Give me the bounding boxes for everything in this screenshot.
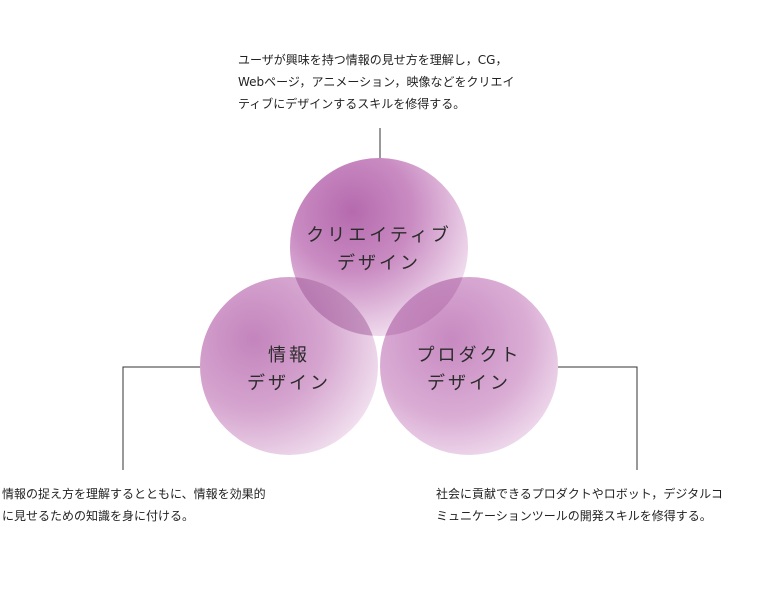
information-design-label-line1: 情報 xyxy=(268,345,310,366)
creative-information-overlap xyxy=(290,277,378,336)
information-connector-line xyxy=(122,366,200,470)
product-design-label-line1: プロダクト xyxy=(416,345,522,366)
information-design-circle xyxy=(200,277,378,455)
creative-description-line: ティブにデザインするスキルを修得する。 xyxy=(238,97,466,111)
creative-design-description: ユーザが興味を持つ情報の見せ方を理解し，CG， Webページ，アニメーション，映… xyxy=(238,49,514,115)
creative-design-label: クリエイティブ デザイン xyxy=(299,222,459,278)
product-connector-line xyxy=(558,366,638,470)
information-design-label-line2: デザイン xyxy=(247,373,331,394)
product-design-circle xyxy=(380,277,558,455)
product-design-description: 社会に貢献できるプロダクトやロボット，デジタルコ ミュニケーションツールの開発ス… xyxy=(436,483,723,527)
creative-product-overlap xyxy=(380,277,468,336)
creative-design-label-line2: デザイン xyxy=(337,253,421,274)
product-description-line: 社会に貢献できるプロダクトやロボット，デジタルコ xyxy=(436,487,723,501)
information-design-label: 情報 デザイン xyxy=(209,342,369,398)
product-description-line: ミュニケーションツールの開発スキルを修得する。 xyxy=(436,509,712,523)
information-description-line: 情報の捉え方を理解するとともに、情報を効果的 xyxy=(2,487,266,501)
product-design-label-line2: デザイン xyxy=(427,373,511,394)
creative-description-line: Webページ，アニメーション，映像などをクリエイ xyxy=(238,75,515,89)
information-design-description: 情報の捉え方を理解するとともに、情報を効果的 に見せるための知識を身に付ける。 xyxy=(2,483,266,527)
information-description-line: に見せるための知識を身に付ける。 xyxy=(2,509,195,523)
creative-design-label-line1: クリエイティブ xyxy=(306,225,452,246)
creative-description-line: ユーザが興味を持つ情報の見せ方を理解し，CG， xyxy=(238,53,508,67)
product-design-label: プロダクト デザイン xyxy=(389,342,549,398)
